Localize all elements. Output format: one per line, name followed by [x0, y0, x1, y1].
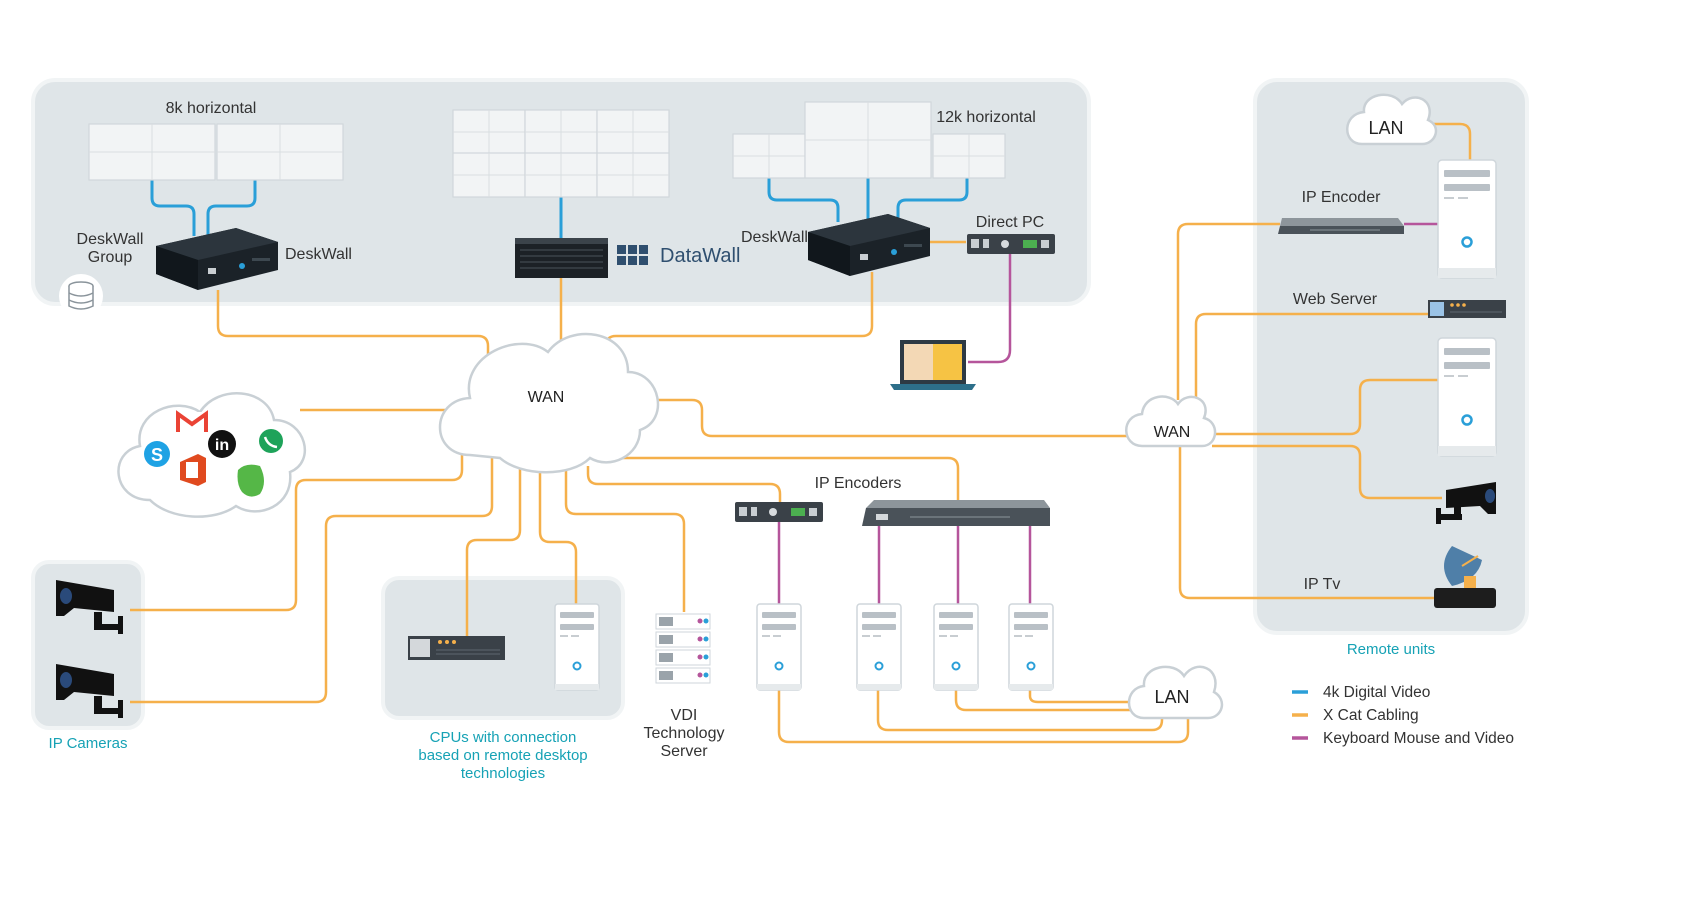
label-cpus-1: CPUs with connection	[430, 729, 577, 746]
label-datawall: DataWall	[660, 245, 740, 267]
video-wall-8k	[88, 123, 344, 181]
tower-2	[856, 603, 902, 691]
skype-icon: S	[144, 441, 170, 467]
evernote-icon	[237, 464, 264, 497]
label-wan-right: WAN	[1154, 424, 1191, 441]
label-deskwall-group-2: Group	[88, 249, 133, 266]
gmail-icon	[176, 410, 208, 432]
label-deskwall-group-1: DeskWall	[77, 231, 144, 248]
wan-right-cloud	[1125, 395, 1217, 448]
laptop-icon	[890, 340, 976, 390]
label-lan-top: LAN	[1368, 118, 1403, 138]
label-cpus-2: based on remote desktop	[418, 747, 587, 764]
label-8k-horizontal: 8k horizontal	[166, 100, 257, 117]
web-server-device	[1428, 300, 1506, 318]
label-direct-pc: Direct PC	[976, 214, 1044, 231]
lan-top-cloud	[1346, 93, 1438, 146]
cat-cables	[130, 122, 1472, 744]
vdi-server	[655, 613, 711, 684]
label-web-server: Web Server	[1293, 291, 1378, 308]
label-vdi-3: Server	[660, 743, 708, 760]
tower-4	[1008, 603, 1054, 691]
label-lan-bottom: LAN	[1154, 687, 1189, 707]
datawall-device	[515, 238, 608, 278]
tower-3	[933, 603, 979, 691]
linkedin-icon: in	[208, 430, 236, 458]
remote-camera	[1436, 482, 1496, 524]
cpu-tower	[554, 603, 600, 691]
svg-text:S: S	[151, 445, 163, 465]
label-ip-cameras: IP Cameras	[49, 735, 128, 752]
label-cpus-3: technologies	[461, 765, 545, 782]
remote-tower-mid	[1436, 336, 1498, 458]
rack-server	[408, 636, 505, 660]
label-deskwall-left: DeskWall	[285, 246, 352, 263]
whatsapp-icon	[259, 429, 283, 453]
label-vdi-2: Technology	[644, 725, 725, 742]
label-ip-encoder: IP Encoder	[1302, 189, 1382, 206]
label-ip-encoders: IP Encoders	[815, 475, 902, 492]
database-icon	[59, 274, 103, 318]
kvm-cables	[777, 222, 1438, 606]
satellite-dish-icon	[1434, 546, 1496, 608]
legend-label-cat: X Cat Cabling	[1323, 707, 1419, 724]
legend-label-kvm: Keyboard Mouse and Video	[1323, 730, 1514, 747]
lan-bottom-cloud	[1127, 665, 1224, 720]
ip-encoder-rack	[862, 500, 1050, 526]
tower-1	[756, 603, 802, 691]
video-cables	[150, 178, 969, 238]
label-remote-units: Remote units	[1347, 641, 1435, 658]
wan-center-cloud	[438, 332, 660, 474]
svg-text:in: in	[215, 437, 229, 454]
label-wan-center: WAN	[528, 389, 565, 406]
video-wall-12k	[732, 101, 1006, 179]
legend: 4k Digital Video X Cat Cabling Keyboard …	[1292, 684, 1514, 747]
remote-tower-top	[1436, 158, 1498, 280]
ip-encoder-small	[735, 502, 823, 522]
direct-pc-device	[967, 234, 1055, 254]
label-ip-tv: IP Tv	[1304, 576, 1341, 593]
video-wall-grid	[452, 109, 670, 198]
label-vdi-1: VDI	[671, 707, 698, 724]
legend-label-video: 4k Digital Video	[1323, 684, 1430, 701]
remote-ip-encoder	[1278, 218, 1404, 234]
datawall-logo-icon	[617, 245, 648, 265]
label-deskwall-right: DeskWall	[741, 229, 808, 246]
label-12k-horizontal: 12k horizontal	[936, 109, 1036, 126]
office-icon	[180, 454, 206, 486]
